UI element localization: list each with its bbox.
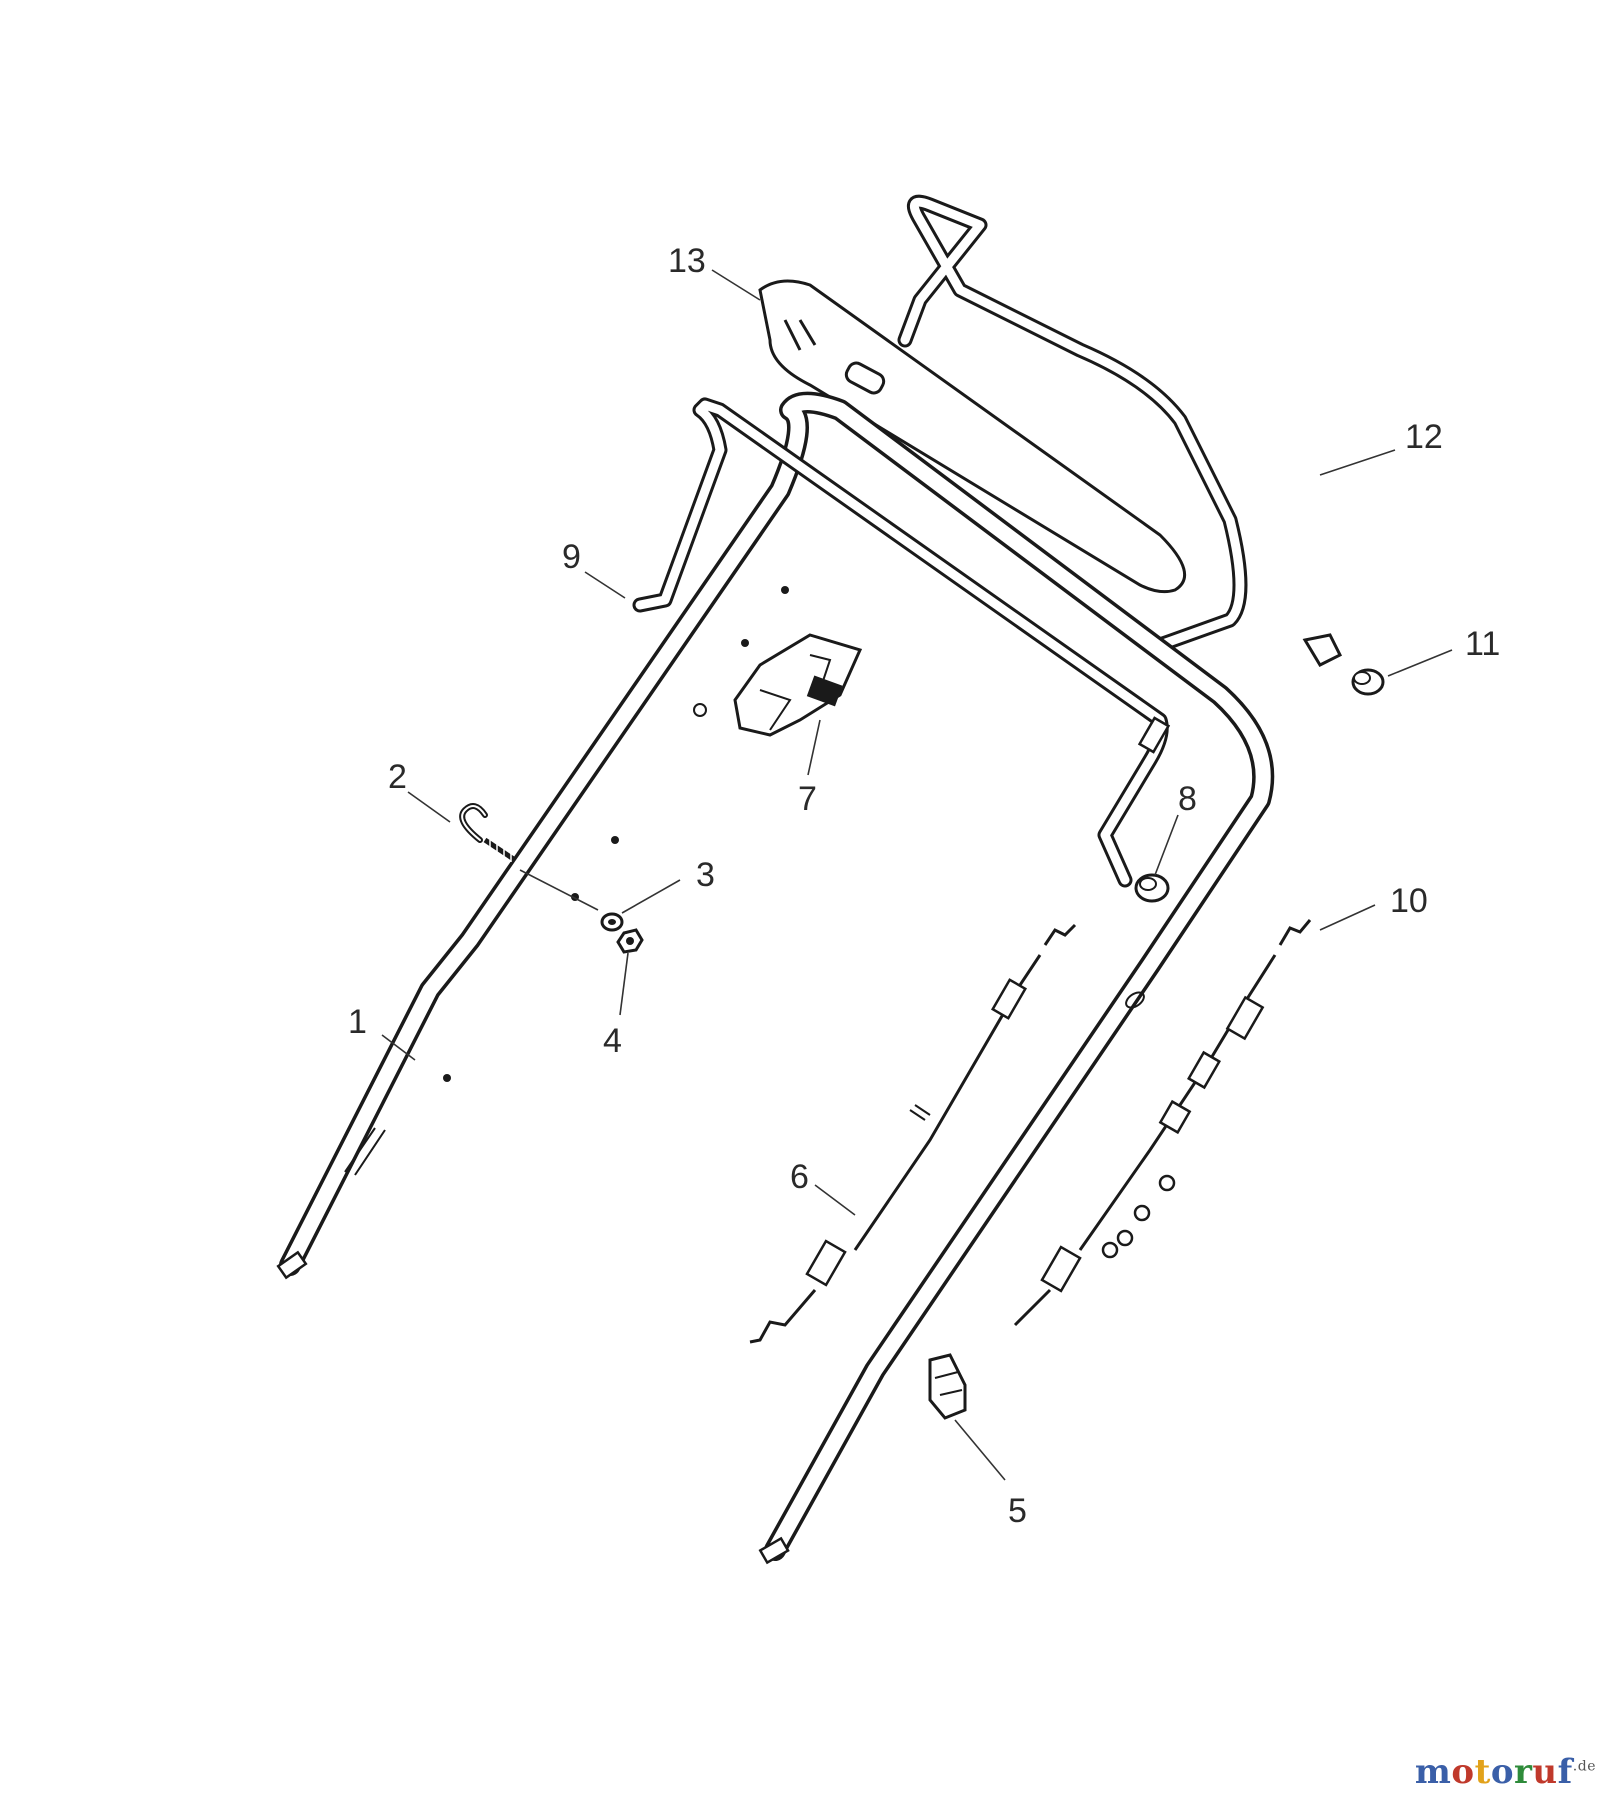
callout-13: 13 bbox=[668, 242, 706, 280]
callout-11: 11 bbox=[1465, 625, 1500, 663]
callout-4: 4 bbox=[603, 1022, 622, 1060]
leader-8 bbox=[1154, 814, 1179, 876]
leader-5 bbox=[954, 1419, 1006, 1481]
callout-5: 5 bbox=[1008, 1492, 1027, 1530]
leader-3 bbox=[621, 879, 681, 914]
end-cap bbox=[1351, 668, 1385, 696]
watermark-suffix: .de bbox=[1572, 1758, 1596, 1775]
leader-6 bbox=[814, 1184, 856, 1216]
washer bbox=[600, 912, 624, 932]
eye-bolt bbox=[459, 803, 517, 863]
watermark-letter: m bbox=[1414, 1752, 1452, 1792]
stop-knob bbox=[1134, 873, 1170, 903]
leader-10 bbox=[1319, 904, 1376, 931]
leader-11 bbox=[1387, 649, 1453, 677]
leader-4 bbox=[619, 952, 629, 1016]
callout-9: 9 bbox=[562, 538, 581, 576]
watermark-logo: motoruf.de bbox=[1415, 1752, 1596, 1792]
leader-lines bbox=[381, 269, 1453, 1481]
leader-7 bbox=[807, 719, 821, 776]
watermark-letter: t bbox=[1474, 1752, 1491, 1792]
callout-3: 3 bbox=[696, 856, 715, 894]
callout-10: 10 bbox=[1390, 882, 1428, 920]
drive-cable bbox=[1013, 919, 1312, 1327]
watermark-letter: o bbox=[1451, 1752, 1475, 1792]
leader-2 bbox=[407, 791, 451, 823]
leader-9 bbox=[584, 571, 626, 599]
callout-6: 6 bbox=[790, 1158, 809, 1196]
cable-guide bbox=[733, 633, 863, 737]
grip-bar bbox=[758, 279, 1186, 594]
nut bbox=[616, 928, 644, 954]
callout-2: 2 bbox=[388, 758, 407, 796]
callout-1: 1 bbox=[348, 1003, 367, 1041]
leader-2b bbox=[519, 869, 599, 911]
callout-8: 8 bbox=[1178, 780, 1197, 818]
leader-13 bbox=[711, 269, 761, 301]
upper-bail-bar bbox=[897, 194, 1248, 653]
cable-clip bbox=[928, 1353, 967, 1420]
leader-1 bbox=[381, 1034, 416, 1061]
control-cable bbox=[749, 923, 1077, 1344]
callouts: 1 2 3 4 5 6 7 8 9 10 11 12 13 bbox=[348, 242, 1500, 1530]
watermark-letter: r bbox=[1514, 1752, 1533, 1792]
leader-12 bbox=[1319, 449, 1396, 476]
watermark-letter: f bbox=[1557, 1752, 1573, 1792]
control-bail bbox=[632, 397, 1171, 888]
callout-12: 12 bbox=[1405, 418, 1443, 456]
bail-bracket bbox=[1302, 633, 1343, 667]
watermark-letter: o bbox=[1490, 1752, 1514, 1792]
handle-tube bbox=[276, 391, 1275, 1565]
callout-7: 7 bbox=[798, 780, 817, 818]
watermark-letter: u bbox=[1532, 1752, 1558, 1792]
